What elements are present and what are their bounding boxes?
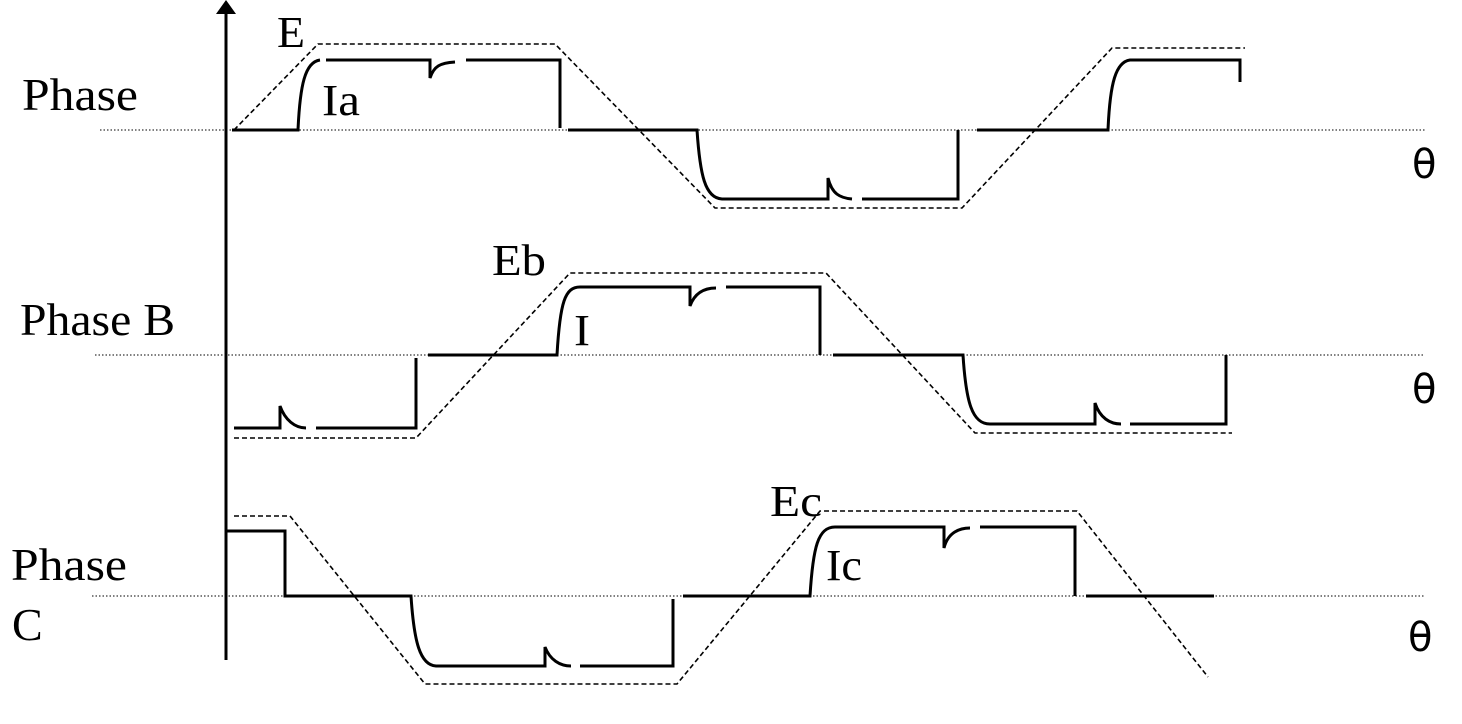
phase-a-current-label: Ia (322, 76, 360, 125)
phase-b-group: Phase B Eb I θ (20, 236, 1436, 439)
axis-arrow-icon (216, 0, 236, 14)
phase-c-theta-label: θ (1408, 615, 1432, 661)
phase-a-current-waveform (232, 58, 1242, 201)
phase-c-label-clipped: C (12, 599, 43, 650)
phase-a-theta-label: θ (1412, 142, 1436, 188)
phase-b-current-waveform (234, 285, 1228, 430)
phase-c-emf-label: Ec (770, 477, 822, 526)
phase-b-label: Phase B (20, 294, 175, 345)
phase-b-theta-label: θ (1412, 367, 1436, 413)
phase-c-current-waveform (226, 525, 1214, 668)
phase-c-emf-waveform (234, 510, 1209, 685)
phase-b-current-label: I (574, 306, 590, 355)
phase-c-current-label: Ic (826, 541, 862, 590)
phase-a-emf-waveform (233, 43, 1245, 209)
phase-a-group: Phase E Ia θ (22, 8, 1436, 209)
phase-a-emf-label: E (277, 8, 305, 57)
phase-c-group: Phase C Ec Ic θ (11, 477, 1432, 685)
phase-c-label: Phase (11, 539, 127, 590)
phase-a-label: Phase (22, 69, 138, 120)
phase-b-emf-label: Eb (492, 236, 546, 285)
